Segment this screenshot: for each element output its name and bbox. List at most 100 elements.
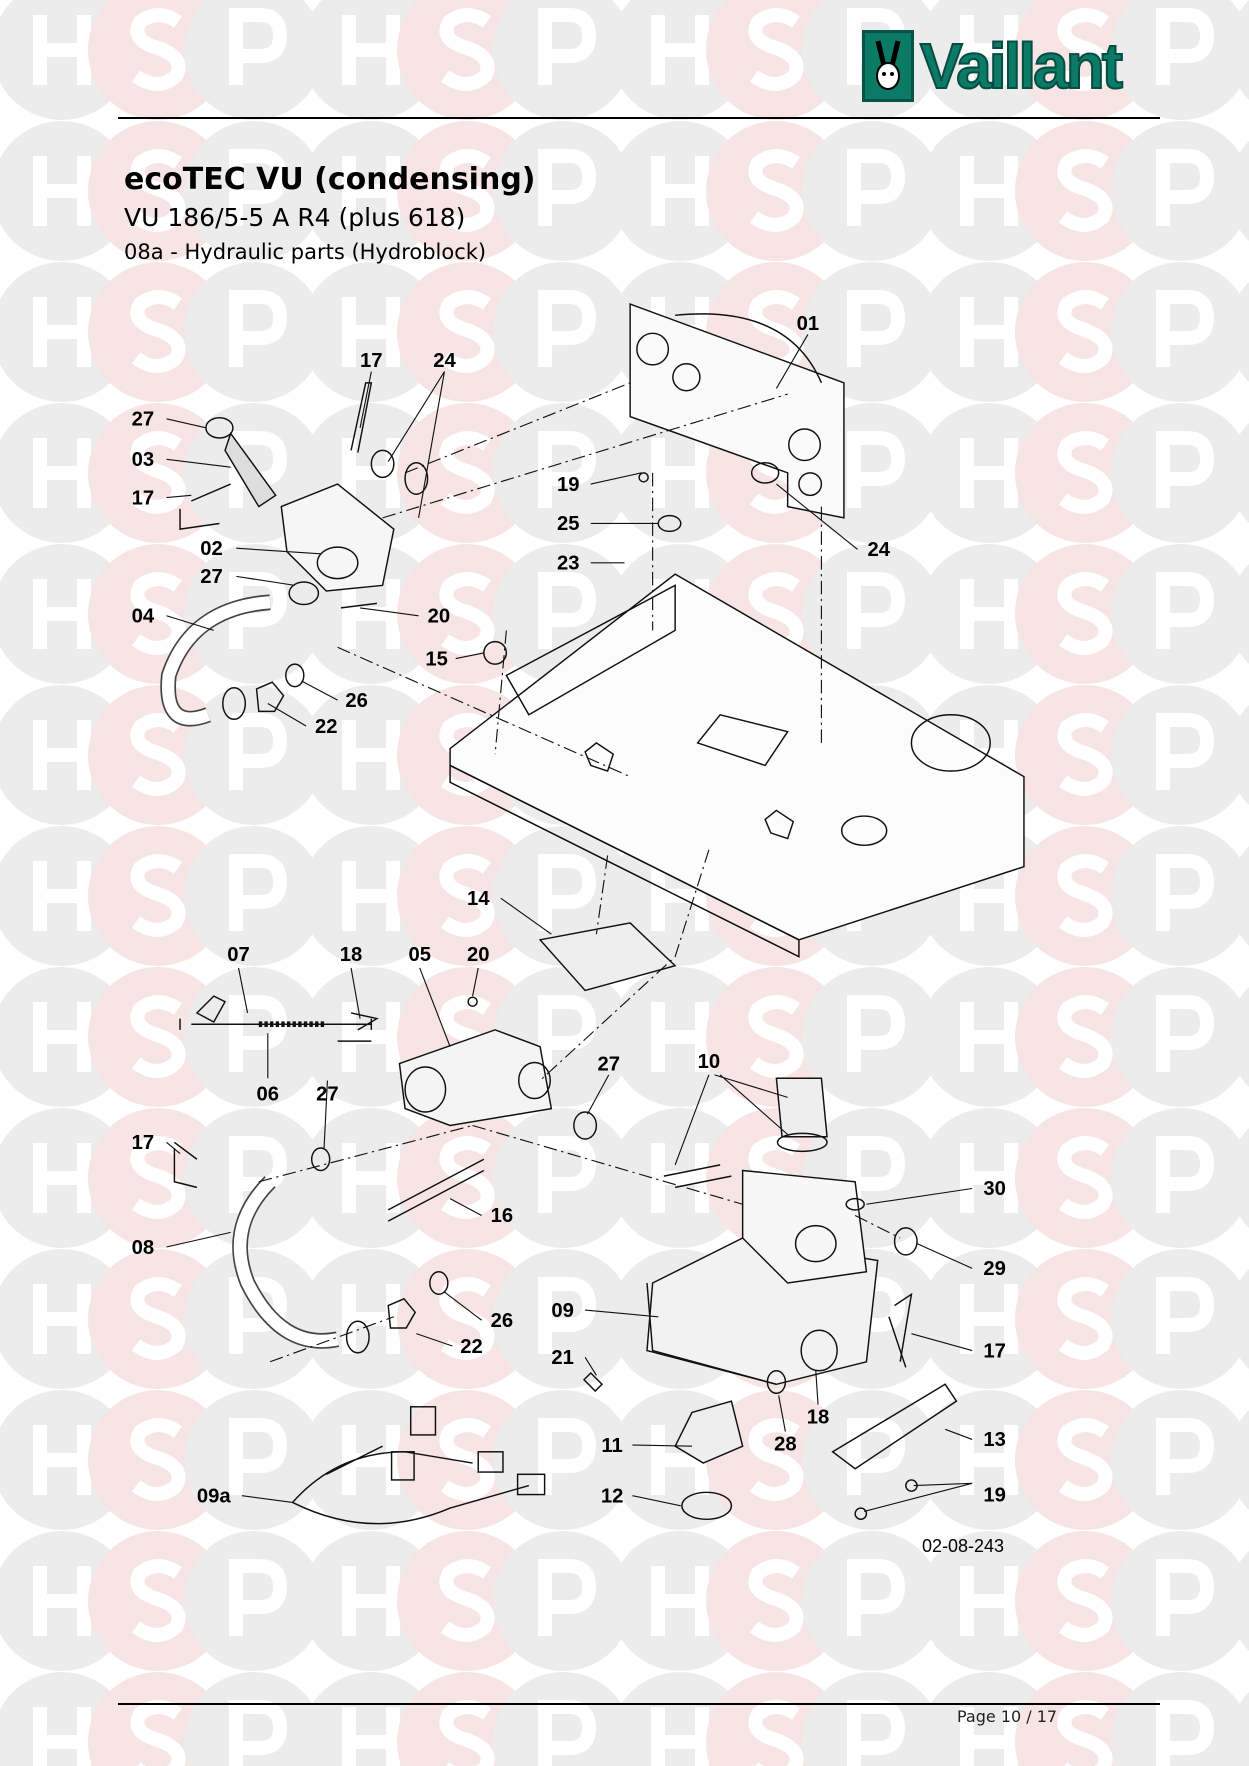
part-callout-21: 21 (551, 1347, 574, 1369)
watermark-circle (493, 262, 633, 402)
part-callout-27: 27 (597, 1053, 620, 1075)
watermark-circle (610, 1531, 750, 1671)
watermark-circle (88, 544, 228, 684)
watermark-circle (301, 826, 441, 966)
watermark-circle (301, 121, 441, 261)
part-callout-28: 28 (774, 1434, 797, 1456)
watermark-circle (493, 1531, 633, 1671)
watermark-circle (88, 1108, 228, 1248)
watermark-circle (1228, 1551, 1249, 1651)
watermark-circle (919, 1249, 1059, 1389)
watermark-circle (802, 967, 942, 1107)
part-callout-20: 20 (428, 606, 451, 628)
watermark-circle (610, 967, 750, 1107)
model-subtitle: VU 186/5-5 A R4 (plus 618) (124, 203, 466, 232)
watermark-circle (184, 1390, 324, 1530)
watermark-circle (919, 544, 1059, 684)
watermark-circle (1111, 967, 1249, 1107)
watermark-circle (1228, 282, 1249, 382)
watermark-circle (802, 1672, 942, 1766)
watermark-circle (1111, 1390, 1249, 1530)
watermark-circle (610, 1108, 750, 1248)
part-callout-03: 03 (132, 449, 155, 471)
part-callout-22: 22 (315, 716, 338, 738)
watermark-circle (493, 1672, 633, 1766)
hare-icon (862, 30, 914, 102)
part-callout-16: 16 (491, 1205, 514, 1227)
part-callout-06: 06 (257, 1084, 280, 1106)
watermark-circle (802, 544, 942, 684)
part-callout-27: 27 (316, 1084, 339, 1106)
watermark-circle (493, 0, 633, 120)
part-callout-09: 09 (551, 1300, 574, 1322)
watermark-circle (493, 403, 633, 543)
watermark-circle (301, 262, 441, 402)
part-callout-17: 17 (983, 1340, 1006, 1362)
watermark-circle (1228, 1269, 1249, 1369)
watermark-circle (397, 1108, 537, 1248)
watermark-circle (88, 1390, 228, 1530)
watermark-circle (301, 685, 441, 825)
watermark-circle (1015, 1249, 1155, 1389)
watermark-circle (1111, 826, 1249, 966)
watermark-circle (706, 1531, 846, 1671)
watermark-circle (301, 1249, 441, 1389)
part-callout-04: 04 (132, 606, 155, 628)
footer-divider (118, 1703, 1160, 1705)
watermark-circle (1228, 1410, 1249, 1510)
watermark-circle (919, 967, 1059, 1107)
watermark-circle (1015, 121, 1155, 261)
part-callout-15: 15 (425, 648, 448, 670)
header-divider (118, 117, 1160, 119)
watermark-circle (1228, 987, 1249, 1087)
drawing-code: 02-08-243 (922, 1536, 1005, 1556)
watermark-circle (706, 1390, 846, 1530)
part-callout-11: 11 (601, 1435, 622, 1457)
part-callout-01: 01 (797, 313, 820, 335)
part-callout-02: 02 (200, 538, 223, 560)
watermark-circle (1111, 0, 1249, 120)
watermark-circle (706, 967, 846, 1107)
part-callout-29: 29 (983, 1258, 1006, 1280)
watermark-circle (919, 121, 1059, 261)
watermark-circle (1228, 705, 1249, 805)
watermark-circle (1015, 826, 1155, 966)
watermark-circle (1111, 1672, 1249, 1766)
watermark-circle (397, 403, 537, 543)
watermark-circle (1111, 262, 1249, 402)
watermark-circle (88, 403, 228, 543)
watermark-circle (1228, 0, 1249, 100)
part-callout-17: 17 (132, 487, 155, 509)
watermark-circle (1015, 403, 1155, 543)
page-title: ecoTEC VU (condensing) (124, 162, 536, 197)
watermark-circle (919, 1390, 1059, 1530)
watermark-circle (1015, 1108, 1155, 1248)
watermark-circle (610, 121, 750, 261)
watermark-circle (1015, 967, 1155, 1107)
part-callout-17: 17 (360, 350, 383, 372)
part-callout-24: 24 (433, 350, 456, 372)
part-callout-14: 14 (467, 888, 490, 910)
part-callout-07: 07 (227, 944, 250, 966)
part-callout-05: 05 (408, 944, 431, 966)
part-callout-10: 10 (698, 1051, 721, 1073)
part-callout-26: 26 (491, 1310, 514, 1332)
watermark-circle (1228, 846, 1249, 946)
part-callout-18: 18 (807, 1407, 830, 1429)
watermark-circle (184, 826, 324, 966)
watermark-circle (397, 1390, 537, 1530)
part-callout-27: 27 (200, 566, 223, 588)
part-callout-19: 19 (983, 1484, 1006, 1506)
part-callout-26: 26 (345, 690, 368, 712)
watermark-circle (493, 121, 633, 261)
watermark-circle (1228, 1128, 1249, 1228)
part-callout-20: 20 (467, 944, 490, 966)
part-callout-22: 22 (460, 1336, 483, 1358)
watermark-circle (1015, 685, 1155, 825)
watermark-circle (1015, 1531, 1155, 1671)
watermark-circle (88, 826, 228, 966)
watermark-circle (88, 967, 228, 1107)
part-callout-09a: 09a (197, 1485, 232, 1507)
